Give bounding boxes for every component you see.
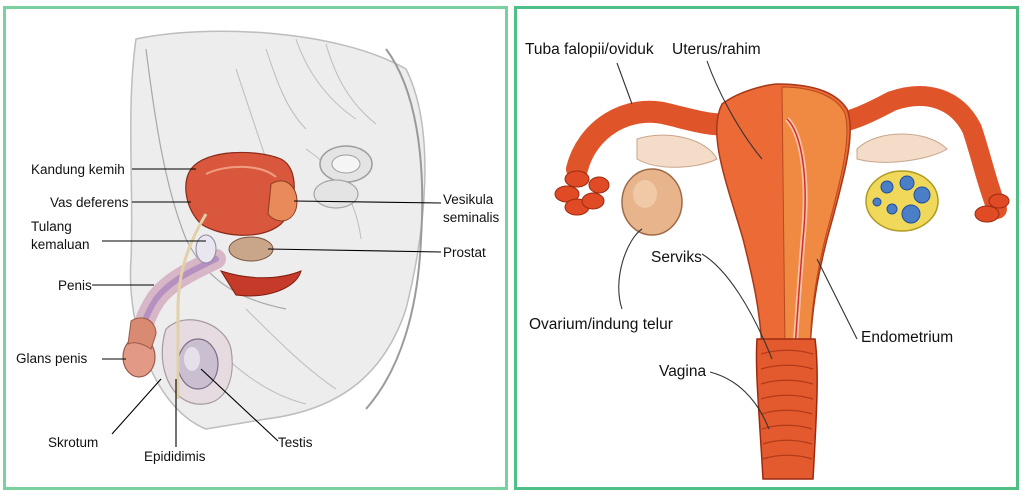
label-glans-penis: Glans penis: [16, 351, 87, 366]
label-pubic-bone-line1: Tulang: [31, 219, 72, 234]
label-pubic-bone-line2: kemaluan: [31, 237, 90, 252]
male-reproductive-diagram: Kandung kemih Vas deferens Tulang kemalu…: [3, 6, 508, 490]
label-prostate: Prostat: [443, 245, 486, 260]
label-bladder: Kandung kemih: [31, 162, 125, 177]
female-anatomy-illustration: [517, 9, 1019, 490]
label-ovary: Ovarium/indung telur: [529, 316, 673, 334]
label-endometrium: Endometrium: [861, 329, 953, 347]
label-seminal-vesicle-line2: seminalis: [443, 210, 499, 225]
label-vagina: Vagina: [659, 363, 706, 381]
label-vas-deferens: Vas deferens: [50, 195, 129, 210]
label-testis: Testis: [278, 435, 313, 450]
label-cervix: Serviks: [651, 249, 702, 267]
label-scrotum: Skrotum: [48, 435, 98, 450]
label-uterus: Uterus/rahim: [672, 41, 761, 59]
label-fallopian-tube: Tuba falopii/oviduk: [525, 41, 654, 59]
label-epididymis: Epididimis: [144, 449, 206, 464]
label-seminal-vesicle-line1: Vesikula: [443, 192, 493, 207]
label-penis: Penis: [58, 278, 92, 293]
female-reproductive-diagram: Tuba falopii/oviduk Uterus/rahim Serviks…: [514, 6, 1019, 490]
